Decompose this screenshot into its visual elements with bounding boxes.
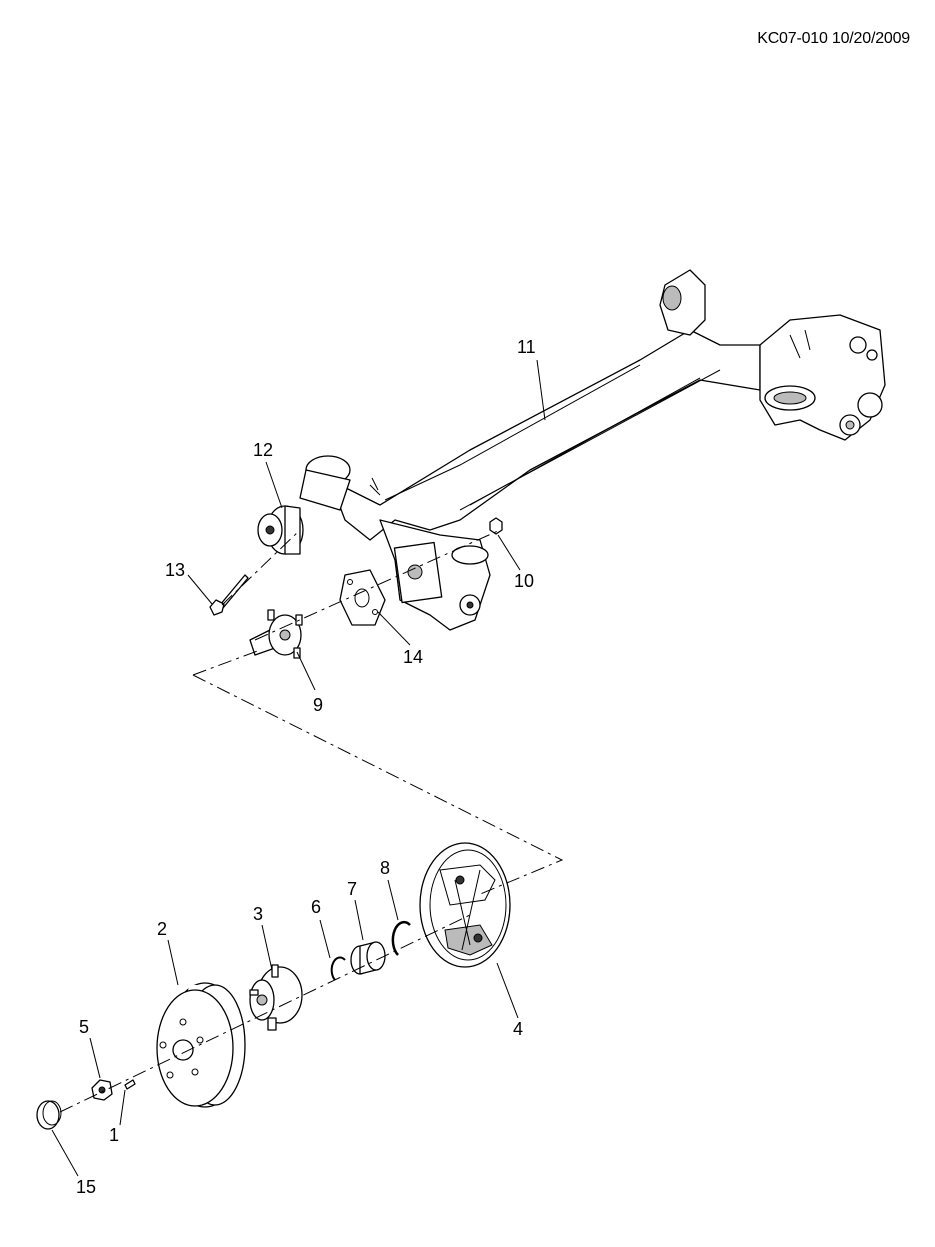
wheel-hub — [249, 964, 303, 1031]
callout-14: 14 — [403, 647, 423, 667]
pivot-bolt — [209, 574, 249, 616]
callout-leaders — [51, 359, 546, 1177]
dust-cap — [36, 1100, 62, 1130]
callout-4: 4 — [513, 1019, 523, 1039]
callout-6: 6 — [311, 897, 321, 917]
hub-nut — [91, 1079, 113, 1101]
diagram-reference-code: KC07-010 10/20/2009 — [757, 30, 910, 47]
spacer-plate — [339, 569, 386, 626]
brake-backing-plate — [419, 842, 511, 968]
assembly-centerlines — [59, 529, 564, 1113]
callout-5: 5 — [79, 1017, 89, 1037]
callout-2: 2 — [157, 919, 167, 939]
callout-8: 8 — [380, 858, 390, 878]
pivot-bushing — [257, 505, 304, 555]
callout-1: 1 — [109, 1125, 119, 1145]
callout-11: 11 — [517, 337, 536, 357]
drum-screw — [124, 1079, 136, 1090]
callout-3: 3 — [253, 904, 263, 924]
wheel-spindle — [249, 609, 303, 659]
rear-axle-beam — [299, 269, 886, 631]
callout-13: 13 — [165, 560, 185, 580]
wheel-bearing — [350, 941, 386, 975]
callout-7: 7 — [347, 879, 357, 899]
retainer-ring — [330, 956, 346, 981]
brake-drum — [156, 982, 246, 1108]
callout-9: 9 — [313, 695, 323, 715]
callout-15: 15 — [76, 1177, 96, 1197]
callout-10: 10 — [514, 571, 534, 591]
beam-nut — [489, 517, 503, 535]
snap-ring — [391, 920, 411, 956]
callout-12: 12 — [253, 440, 273, 460]
callout-numbers: 1 2 3 4 5 6 7 8 9 10 11 12 13 14 15 — [76, 337, 536, 1197]
